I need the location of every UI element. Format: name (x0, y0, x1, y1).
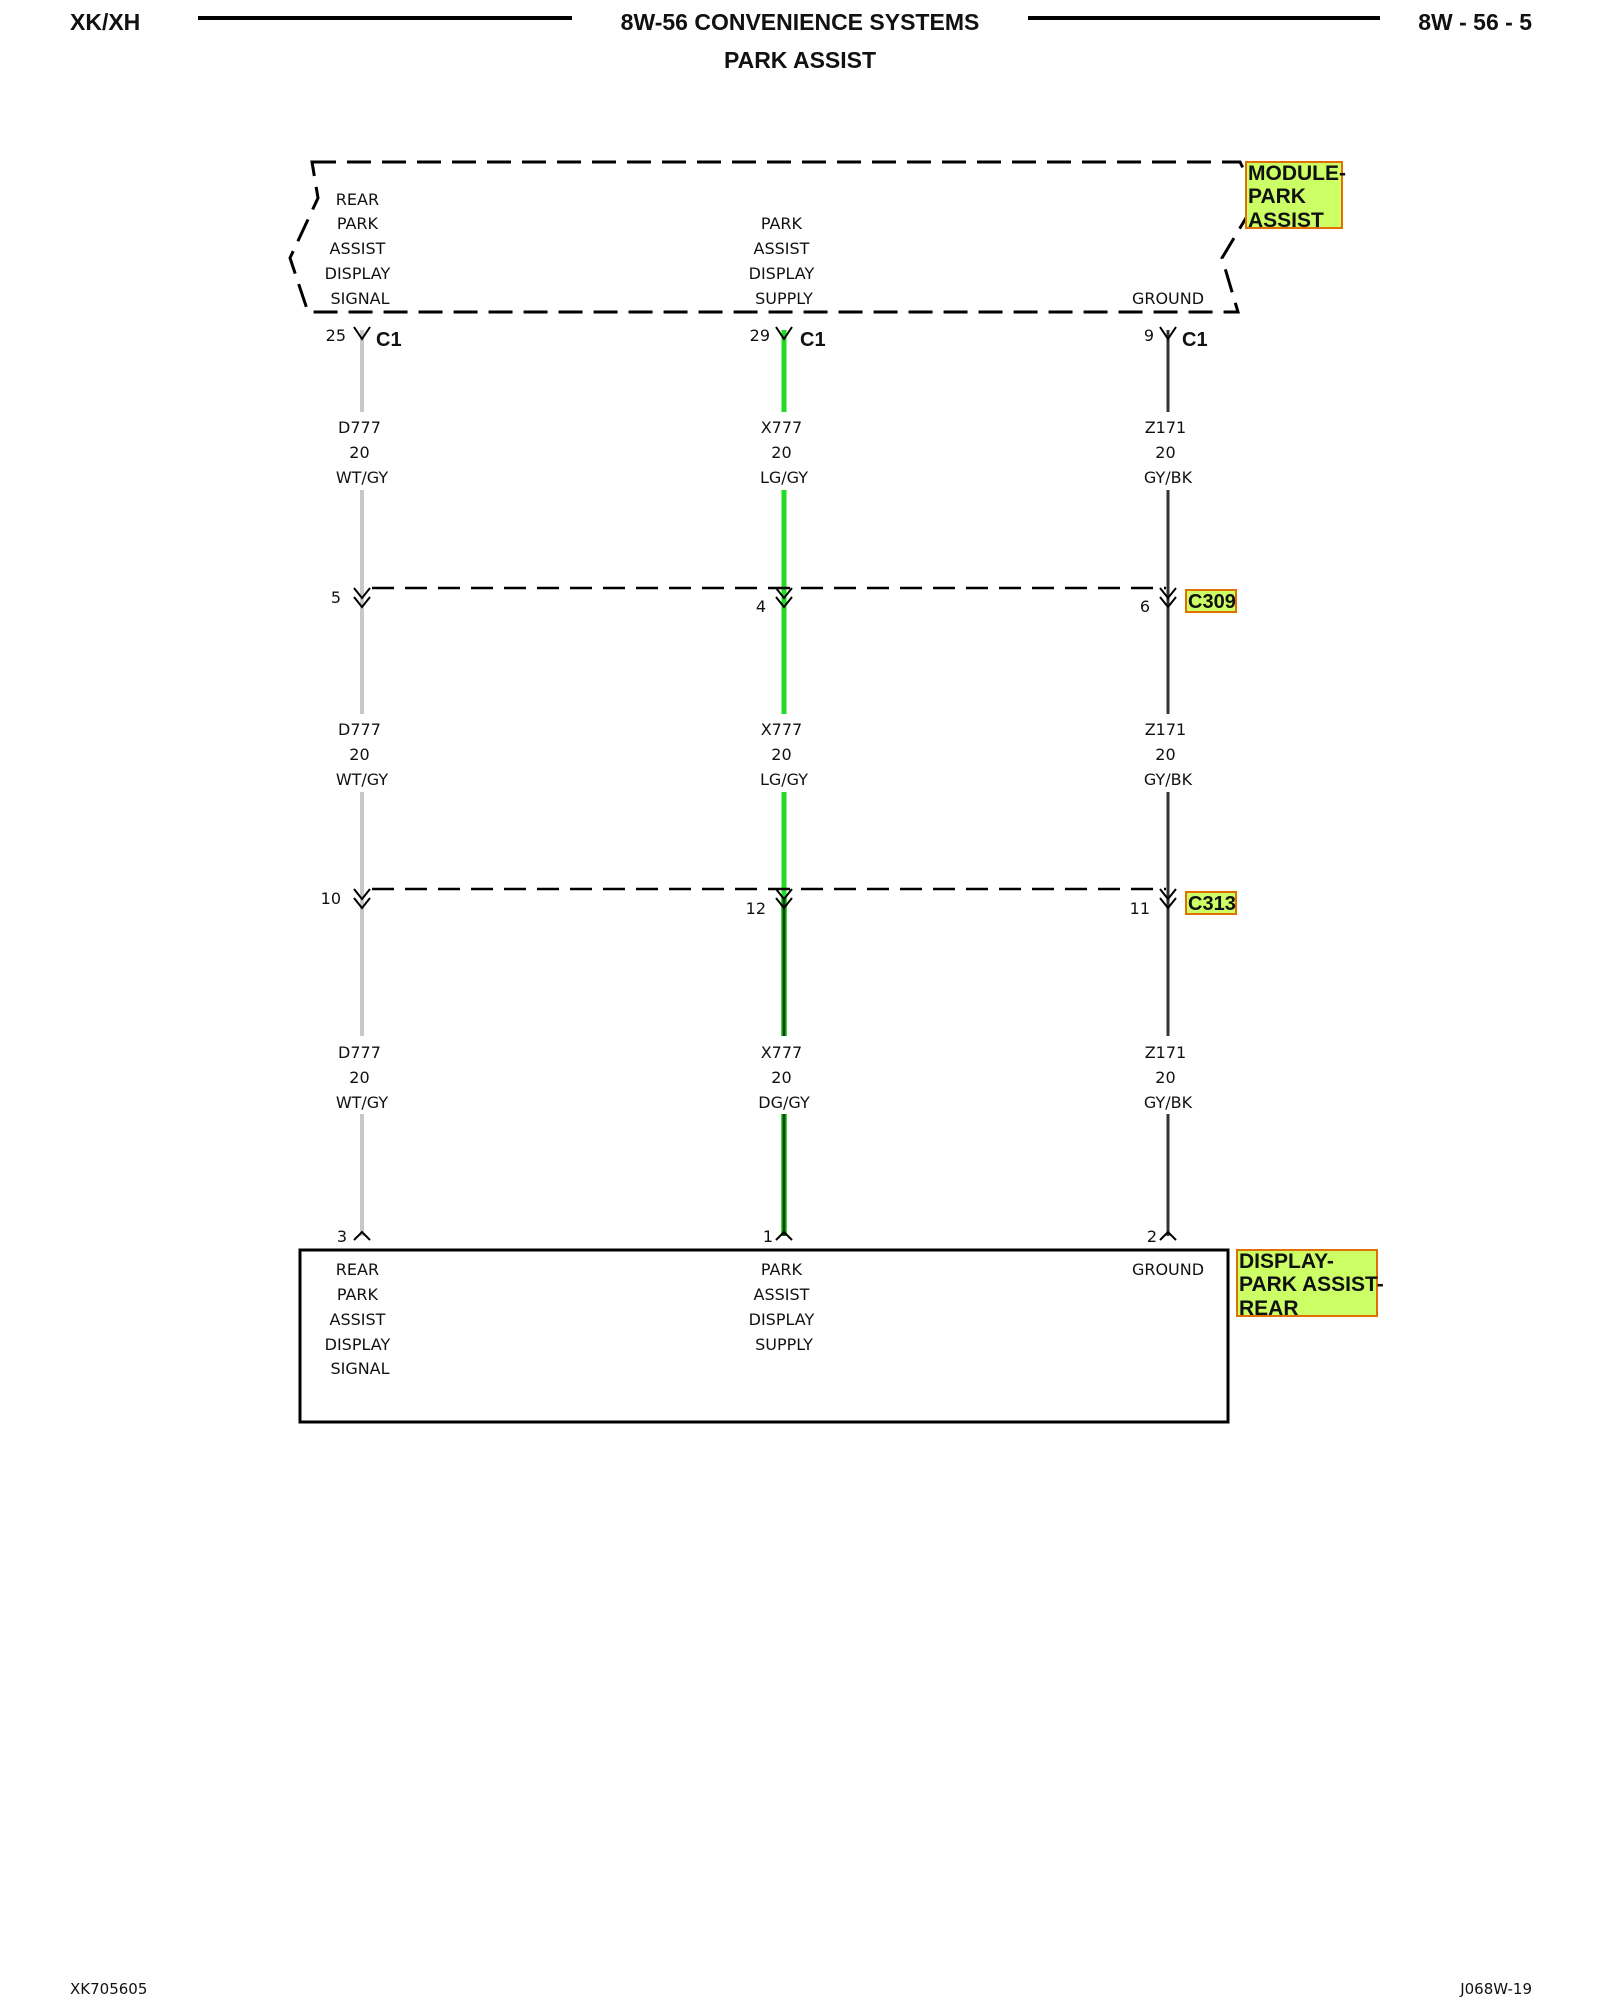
page-header: XK/XH 8W-56 CONVENIENCE SYSTEMS 8W - 56 … (70, 9, 1532, 73)
pin-symbol (775, 587, 793, 609)
module-outline (288, 160, 1260, 314)
wire-label-x777: X777 20 LG/GY (760, 418, 808, 487)
wire-segment-1: D777 20 WT/GY X777 20 LG/GY Z171 20 GY/B… (336, 418, 1193, 487)
pin-function-rear-display-signal: REAR PARK ASSIST DISPLAY SIGNAL (325, 1260, 396, 1378)
connector-name-highlight (1185, 891, 1237, 915)
wire-label-z171: Z171 20 GY/BK (1144, 720, 1193, 789)
connector-label: C1 (800, 329, 826, 351)
pin-function-display-supply: PARK ASSIST DISPLAY SUPPLY (749, 214, 820, 308)
pin-number: 5 (331, 588, 341, 607)
section-subtitle: PARK ASSIST (724, 47, 876, 73)
pin-number: 3 (337, 1227, 347, 1246)
module-name-label: MODULE- PARK ASSIST (1248, 162, 1352, 232)
pin-symbol (353, 587, 371, 609)
pin-number: 10 (321, 889, 341, 908)
connector-c1-pins: 25 C1 29 C1 9 C1 (326, 326, 1208, 351)
wire-label-x777: X777 20 DG/GY (758, 1043, 810, 1112)
wire-segment-2: D777 20 WT/GY X777 20 LG/GY Z171 20 GY/B… (336, 720, 1193, 789)
connector-name-highlight (1185, 589, 1237, 613)
pin-number: 9 (1144, 326, 1154, 345)
pin-symbol (353, 1230, 371, 1241)
connector-c309: 5 4 6 C309 (331, 586, 1237, 616)
connector-name: C313 (1188, 893, 1236, 915)
pin-symbol (775, 888, 793, 910)
pin-number: 25 (326, 326, 346, 345)
pin-number: 6 (1140, 597, 1150, 616)
pin-number: 4 (756, 597, 766, 616)
pin-function-rear-display-signal: REAR PARK ASSIST DISPLAY SIGNAL (325, 190, 396, 308)
wire-label-x777: X777 20 LG/GY (760, 720, 808, 789)
pin-symbol (775, 1230, 793, 1241)
figure-reference: J068W-19 (1459, 1980, 1532, 1998)
module-park-assist: MODULE- PARK ASSIST REAR PARK ASSIST DIS… (288, 160, 1352, 314)
module-name-highlight (1245, 161, 1343, 229)
page-footer: XK705605 J068W-19 (70, 1980, 1532, 1998)
pin-number: 11 (1130, 899, 1150, 918)
connector-c313: 10 12 11 C313 (321, 887, 1237, 918)
section-title: 8W-56 CONVENIENCE SYSTEMS (621, 9, 980, 35)
pin-symbol (1159, 1230, 1177, 1241)
pin-symbol (1159, 326, 1177, 341)
connector-label: C1 (1182, 329, 1208, 351)
connector-name: C309 (1188, 591, 1236, 613)
module-display-park-assist-rear: 3 1 2 REAR PARK ASSIST DISPLAY SIGNAL PA… (298, 1227, 1390, 1424)
label-gaps (318, 412, 1212, 1114)
pin-function-ground: GROUND (1132, 1260, 1204, 1279)
pin-symbol (1159, 587, 1177, 609)
pin-function-display-supply: PARK ASSIST DISPLAY SUPPLY (749, 1260, 820, 1354)
wire-label-d777: D777 20 WT/GY (336, 720, 389, 789)
pin-function-ground: GROUND (1132, 289, 1204, 308)
pin-number: 29 (750, 326, 770, 345)
connector-label: C1 (376, 329, 402, 351)
pin-symbol (353, 326, 371, 341)
module-name-label: DISPLAY- PARK ASSIST- REAR (1239, 1250, 1390, 1320)
page-number: 8W - 56 - 5 (1418, 9, 1532, 35)
pin-number: 1 (763, 1227, 773, 1246)
wire-label-d777: D777 20 WT/GY (336, 1043, 389, 1112)
pin-symbol (1159, 888, 1177, 910)
figure-code: XK705605 (70, 1980, 147, 1998)
wire-segment-3: D777 20 WT/GY X777 20 DG/GY Z171 20 GY/B… (336, 1043, 1193, 1112)
pin-symbol (353, 888, 371, 910)
module-name-highlight (1236, 1249, 1378, 1317)
wire-label-z171: Z171 20 GY/BK (1144, 418, 1193, 487)
pin-number: 12 (746, 899, 766, 918)
module-outline (298, 1248, 1230, 1424)
wire-label-z171: Z171 20 GY/BK (1144, 1043, 1193, 1112)
pin-symbol (775, 326, 793, 341)
pin-number: 2 (1147, 1227, 1157, 1246)
vehicle-code: XK/XH (70, 9, 140, 35)
wire-label-d777: D777 20 WT/GY (336, 418, 389, 487)
